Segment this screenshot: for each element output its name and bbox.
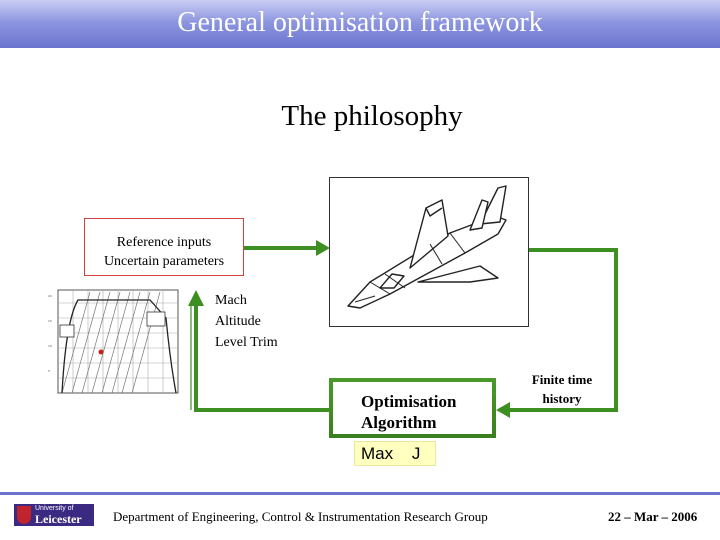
slide-title: General optimisation framework — [177, 7, 543, 38]
altitude-label: Altitude — [215, 314, 261, 329]
algorithm-label: Algorithm — [361, 413, 437, 432]
reference-inputs-box: Reference inputs Uncertain parameters — [84, 218, 244, 276]
optimisation-algorithm-box: Optimisation Algorithm — [329, 378, 496, 438]
objective-max-j: Max J — [354, 441, 436, 466]
finite-time-label: Finite time — [531, 372, 593, 387]
footer-date: 22 – Mar – 2006 — [608, 509, 698, 524]
slide-subtitle: The philosophy — [281, 100, 463, 132]
footer-divider — [0, 492, 720, 495]
flight-conditions-list: Mach Altitude Level Trim — [215, 290, 278, 353]
svg-text:20: 20 — [48, 294, 52, 298]
footer-department: Department of Engineering, Control & Ins… — [113, 509, 488, 524]
svg-text:10: 10 — [48, 344, 52, 348]
level-trim-label: Level Trim — [215, 335, 278, 350]
uncertain-parameters-label: Uncertain parameters — [103, 254, 225, 269]
aircraft-box — [329, 177, 529, 327]
shield-icon — [17, 506, 31, 524]
optimisation-label: Optimisation — [361, 392, 457, 411]
reference-inputs-label: Reference inputs — [116, 235, 212, 250]
svg-text:15: 15 — [48, 319, 52, 323]
mach-label: Mach — [215, 293, 247, 308]
logo-text-large: Leicester — [35, 512, 82, 526]
logo-text-small: University of — [35, 505, 74, 512]
title-bar: General optimisation framework — [0, 0, 720, 48]
history-label: history — [542, 391, 582, 406]
svg-text:5: 5 — [48, 369, 50, 373]
aircraft-drawing-icon — [347, 185, 507, 309]
university-logo: University of Leicester — [14, 504, 94, 526]
finite-time-history-label: Finite time history — [522, 370, 602, 408]
